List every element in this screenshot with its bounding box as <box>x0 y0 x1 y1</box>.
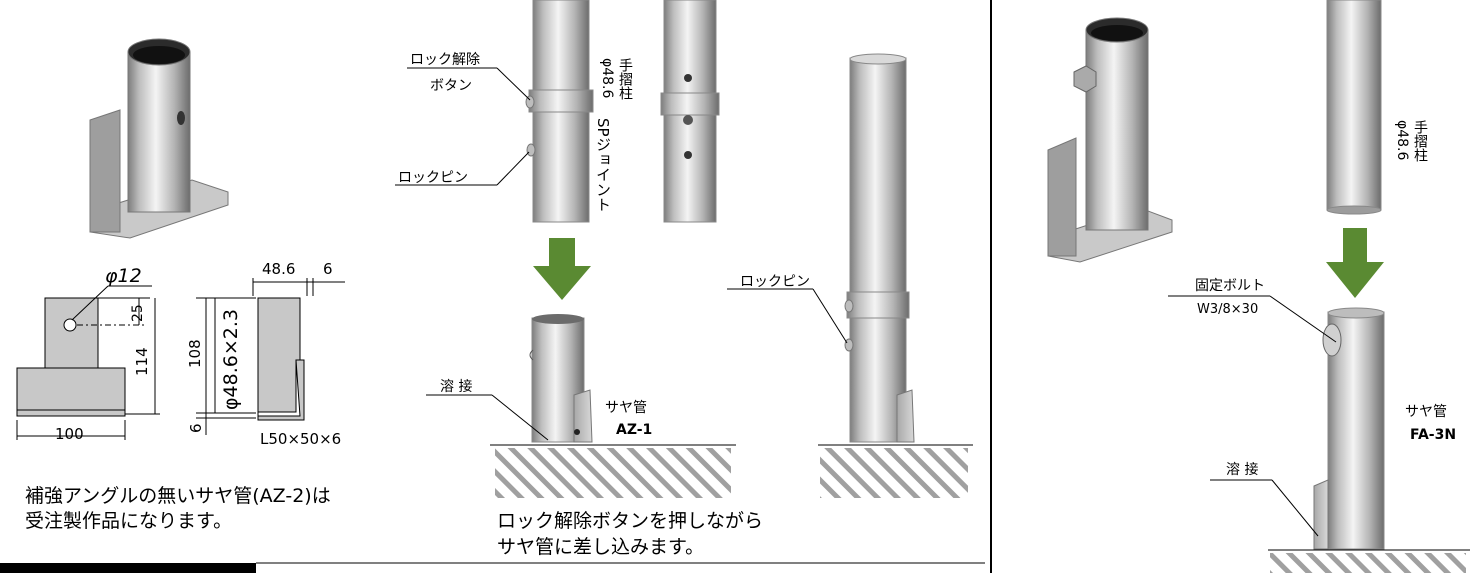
pipe-with-sp-joint <box>525 0 594 223</box>
bottom-title-bar <box>0 563 256 573</box>
handrail-diam-label-right: φ48.6 <box>1394 120 1410 161</box>
side-view-dims <box>196 278 345 435</box>
sleeve-az1 <box>529 314 593 443</box>
weld-label-middle: 溶 接 <box>440 379 473 395</box>
side-view-drawing <box>257 297 305 421</box>
right-leaders <box>1168 295 1337 537</box>
handrail-post-label: 手摺柱 <box>617 58 633 100</box>
ground-hatch-assembled <box>820 448 968 498</box>
sleeve-3d-left <box>89 38 229 239</box>
dim-48-6: 48.6 <box>262 260 296 278</box>
dim-100: 100 <box>55 425 84 443</box>
assembled-pipe <box>844 53 915 443</box>
dim-6-top: 6 <box>323 260 333 278</box>
dim-pipe: φ48.6×2.3 <box>220 309 242 410</box>
sp-joint-label: SPジョイント <box>594 118 612 212</box>
dim-108: 108 <box>186 339 204 368</box>
ground-hatch-middle <box>495 448 731 498</box>
sleeve-model-fa3n: FA-3N <box>1410 427 1457 443</box>
dim-114: 114 <box>133 347 151 376</box>
dim-25: 25 <box>130 304 146 322</box>
lock-release-line-2: ボタン <box>430 78 472 94</box>
instruction-line-2: サヤ管に差し込みます。 <box>497 536 705 558</box>
sleeve-label-middle: サヤ管 <box>605 400 647 416</box>
sleeve-3d-right <box>1047 17 1173 263</box>
sleeve-fa3n <box>1313 307 1385 550</box>
sleeve-model-az1: AZ-1 <box>616 422 653 438</box>
weld-label-right: 溶 接 <box>1226 462 1259 478</box>
middle-leaders <box>395 67 848 441</box>
instruction-line-1: ロック解除ボタンを押しながら <box>497 510 764 532</box>
lock-pin-label-right: ロックピン <box>740 274 810 290</box>
note-line-2: 受注製作品になります。 <box>25 510 233 532</box>
front-view-drawing <box>16 297 126 417</box>
dim-6-side: 6 <box>187 423 205 433</box>
right-pipe <box>1326 0 1382 215</box>
handrail-post-label-right: 手摺柱 <box>1412 120 1428 162</box>
handrail-diam-label: φ48.6 <box>599 58 615 99</box>
dim-angle: L50×50×6 <box>260 430 342 448</box>
front-view-dims <box>16 285 160 440</box>
insert-arrow-right <box>1326 228 1384 298</box>
dim-phi12: φ12 <box>105 265 142 287</box>
note-line-1: 補強アングルの無いサヤ管(AZ-2)は <box>25 485 331 507</box>
fixing-bolt-label: 固定ボルト <box>1195 278 1265 294</box>
insert-arrow-middle <box>533 238 591 300</box>
lock-release-line-1: ロック解除 <box>410 52 480 68</box>
pipe-with-holes <box>660 0 720 223</box>
bolt-spec-label: W3/8×30 <box>1197 302 1259 317</box>
ground-hatch-right <box>1270 553 1466 573</box>
lock-pin-label: ロックピン <box>398 170 468 186</box>
sleeve-label-right: サヤ管 <box>1405 404 1447 420</box>
